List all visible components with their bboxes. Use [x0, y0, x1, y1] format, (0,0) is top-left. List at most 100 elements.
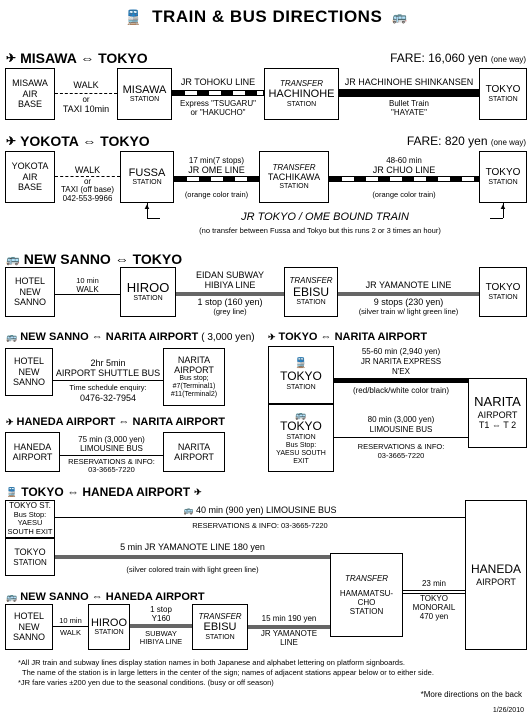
hachinohe-station: TRANSFER HACHINOHE STATION [264, 68, 339, 120]
misawa-walk: WALK [73, 80, 99, 90]
sh-line2b: JR YAMANOTE [260, 629, 318, 638]
yokota-track2 [329, 176, 479, 182]
misawa-or: or [82, 95, 90, 104]
monorail-name1: TOKYO [420, 594, 448, 603]
note-3: *JR fare varies ±200 yen due to the seas… [18, 678, 274, 688]
misawa-line2-note2: "HAYATE" [391, 108, 427, 117]
nex-line2: N'EX [392, 367, 410, 376]
haneda-narita-origin: HANEDA AIRPORT [5, 432, 60, 472]
bus-icon: 🚌 [295, 409, 307, 420]
sh-line1d: HIBIYA LINE [139, 637, 183, 646]
shuttle-bus: AIRPORT SHUTTLE BUS [55, 368, 161, 378]
sh-line1a: 1 stop [150, 605, 172, 614]
plane-icon: ✈ [6, 51, 17, 65]
header: 🚆 TRAIN & BUS DIRECTIONS 🚌 [0, 5, 532, 29]
plane-icon: ✈ [268, 331, 276, 342]
yokota-line1-time: 17 min(7 stops) [188, 156, 245, 165]
sanno-narita-origin: HOTEL NEW SANNO [5, 348, 53, 396]
misawa-line2-note1: Bullet Train [388, 99, 430, 108]
haneda-yamanote: 5 min JR YAMANOTE LINE 180 yen [120, 542, 265, 552]
hibiya-note: (grey line) [213, 307, 247, 316]
bus-icon: 🚌 [392, 10, 408, 24]
misawa-title: ✈ MISAWA ⇔ TOKYO [6, 50, 148, 66]
sanno-walk-time: 10 min [76, 276, 99, 285]
sh-hiroo-station: HIROO STATION [88, 604, 130, 650]
sanno-narita-dest: NARITA AIRPORT Bus stop; #7(Terminal1) #… [163, 348, 225, 406]
shuttle-enquiry: Time schedule enquiry: [69, 383, 147, 392]
nex-track [334, 378, 468, 383]
yokota-line1-note: (orange color train) [184, 190, 249, 199]
limo-time: 80 min (3,000 yen) [367, 415, 435, 424]
note-1: *All JR train and subway lines display s… [18, 658, 405, 667]
yokota-track1 [174, 176, 259, 182]
yokota-taxi: TAXI (off base) [60, 185, 115, 194]
sh-line1c: SUBWAY [145, 629, 177, 638]
sh-walk-line [53, 626, 88, 627]
sh-line2: 15 min 190 yen [261, 614, 317, 623]
page-title: TRAIN & BUS DIRECTIONS [152, 7, 383, 26]
hibiya-track [176, 292, 284, 296]
tokyo-station-haneda: TOKYO STATION [5, 538, 55, 576]
haneda-narita-dest: NARITA AIRPORT [163, 432, 225, 472]
sanno-walk: WALK [76, 285, 99, 294]
sanno-tokyo-title: 🚌 NEW SANNO ⇔ TOKYO [6, 251, 183, 267]
sanno-walk-line [55, 294, 120, 295]
nex-line1: JR NARITA EXPRESS [360, 357, 442, 366]
haneda-yamanote-note: (silver colored train with light green l… [126, 565, 259, 574]
notes: *All JR train and subway lines display s… [18, 658, 523, 688]
train-icon: 🚆 [124, 8, 143, 25]
haneda-dest: HANEDA AIRPORT [465, 500, 527, 650]
misawa-line1: JR TOHOKU LINE [180, 77, 256, 87]
monorail-name2: MONORAIL [412, 603, 456, 612]
misawa-walk-line [55, 93, 117, 94]
sanno-haneda-title: 🚌 NEW SANNO ⇔ HANEDA AIRPORT [6, 591, 205, 603]
sanno-origin: HOTEL NEW SANNO [5, 267, 55, 317]
shuttle-line [53, 380, 163, 381]
bus-icon: 🚌 [6, 331, 18, 342]
misawa-fare: FARE: 16,060 yen (one way) [390, 51, 526, 65]
tachikawa-station: TRANSFER TACHIKAWA STATION [259, 151, 329, 203]
yokota-or: or [83, 177, 92, 186]
yamanote-track [338, 292, 479, 296]
haneda-bus-res: RESERVATIONS & INFO: 03-3665-7220 [192, 521, 328, 530]
ebisu-station: TRANSFER EBISU STATION [284, 267, 338, 317]
hibiya-line-b: HIBIYA LINE [204, 280, 256, 290]
haneda-bus: 🚌 40 min (900 yen) LIMOUSINE BUS [183, 505, 337, 515]
haneda-yamanote-track [55, 555, 330, 559]
yokota-walk: WALK [74, 165, 101, 175]
haneda-bus-line [55, 517, 465, 518]
yokota-origin: YOKOTA AIR BASE [5, 151, 55, 203]
narita-dest: NARITA AIRPORT T1 ⇔ T 2 [468, 378, 527, 448]
tokyo-station-bus: 🚌 TOKYO STATION Bus Stop: YAESU SOUTH EX… [268, 404, 334, 472]
plane-icon: ✈ [6, 134, 17, 148]
limo-phone: 03-3665-7220 [377, 451, 425, 460]
hiroo-station: HIROO STATION [120, 267, 176, 317]
tokyo-station-nex: 🚆 TOKYO STATION [268, 346, 334, 404]
misawa-track1 [172, 90, 264, 96]
yokota-line2: JR CHUO LINE [372, 165, 436, 175]
yamanote-stops: 9 stops (230 yen) [373, 297, 444, 307]
yokota-line2-time: 48-60 min [386, 156, 422, 165]
shuttle-phone: 0476-32-7954 [79, 393, 137, 403]
hamamatsucho-station: TRANSFER HAMAMATSU- CHO STATION [330, 553, 403, 637]
yokota-line2-note: (orange color train) [372, 190, 436, 199]
monorail-line [403, 590, 465, 594]
sh-walk-time: 10 min [59, 616, 82, 625]
misawa-line1-note1: Express "TSUGARU" [180, 99, 256, 108]
haneda-narita-line [60, 455, 163, 456]
bound-arrow-right: ▲ [499, 202, 507, 211]
bus-icon: 🚌 [183, 506, 194, 515]
misawa-station: MISAWA STATION [117, 68, 172, 120]
limo-res: RESERVATIONS & INFO: [357, 442, 445, 451]
yamanote-note: (silver train w/ light green line) [358, 307, 459, 316]
yokota-title: ✈ YOKOTA ⇔ TOKYO [6, 133, 150, 149]
sh-line1b: Y160 [151, 614, 171, 623]
note-2: The name of the station is in large lett… [22, 668, 434, 678]
plane-icon: ✈ [194, 486, 202, 497]
haneda-narita-res: RESERVATIONS & INFO: [68, 457, 155, 466]
sanno-haneda-origin: HOTEL NEW SANNO [5, 604, 53, 650]
haneda-narita-phone: 03-3665-7220 [88, 465, 135, 474]
yokota-phone: 042-553-9966 [62, 194, 113, 203]
misawa-dest: TOKYO STATION [479, 68, 527, 120]
misawa-track2 [339, 89, 479, 97]
